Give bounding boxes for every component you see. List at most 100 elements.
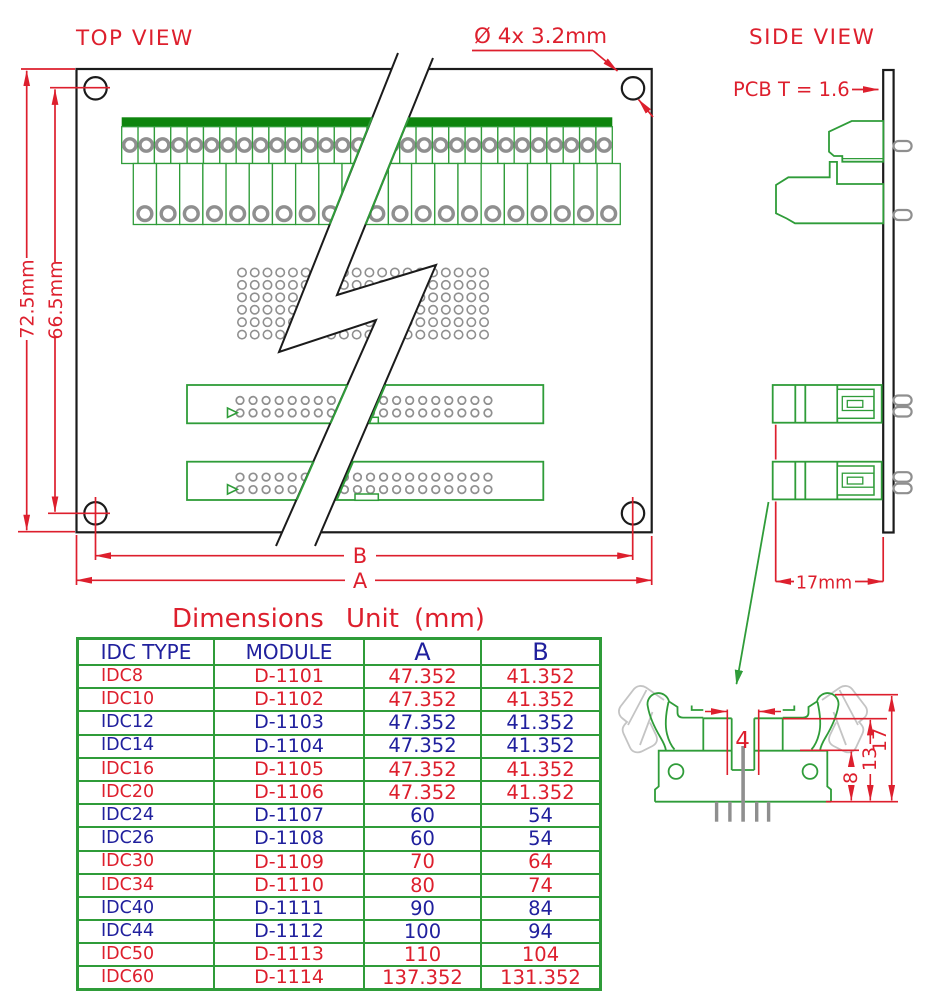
idc-pin — [248, 395, 258, 406]
idc-pin — [378, 472, 389, 482]
idc-pin — [261, 408, 271, 418]
idc-pin — [431, 472, 441, 482]
idc-pin — [418, 395, 428, 406]
proto-hole — [466, 267, 477, 278]
clamp-hole-left — [667, 763, 685, 780]
detail-dim-17-label: 17 — [869, 728, 891, 752]
wire-hole — [229, 205, 247, 223]
proto-hole — [275, 267, 286, 278]
idc-pin — [261, 395, 271, 406]
proto-hole — [364, 267, 375, 278]
wire-hole — [136, 205, 154, 223]
cell-idc-type: IDC20 — [76, 779, 215, 806]
latch-lever-left — [646, 692, 704, 751]
proto-hole — [275, 292, 286, 303]
cell-a: 47.352 — [363, 756, 482, 782]
idc-pin — [235, 395, 245, 406]
proto-hole — [453, 304, 464, 315]
cell-b: 41.352 — [480, 663, 602, 690]
proto-hole — [287, 279, 298, 290]
wire-hole — [416, 137, 433, 153]
cell-idc-type: IDC50 — [76, 942, 215, 968]
depth-dimension — [774, 424, 885, 585]
idc-pin — [483, 484, 493, 495]
proto-hole — [428, 292, 439, 303]
table-title: Dimensions Unit (mm) — [0, 604, 937, 634]
proto-hole — [440, 304, 451, 315]
wire-hole — [437, 205, 455, 223]
cell-module: D-1110 — [213, 872, 365, 898]
cell-module: D-1105 — [213, 756, 365, 782]
cell-idc-type: IDC60 — [76, 965, 215, 991]
wire-hole — [138, 137, 155, 153]
cell-b: 41.352 — [480, 779, 602, 806]
proto-hole — [275, 304, 286, 315]
col-header-a: A — [363, 637, 482, 666]
proto-hole — [440, 329, 451, 340]
break-symbol — [275, 52, 438, 547]
cell-b: 64 — [480, 849, 602, 875]
cell-idc-type: IDC30 — [76, 849, 215, 875]
cell-b: 131.352 — [480, 965, 602, 991]
terminal-strip-bar — [121, 117, 613, 127]
wire-hole — [449, 137, 465, 153]
proto-hole — [428, 279, 439, 290]
cell-b: 94 — [480, 919, 602, 945]
side-connector-profiles — [775, 120, 885, 225]
idc-pin — [274, 395, 284, 406]
cell-a: 60 — [363, 826, 482, 852]
idc-pin — [287, 472, 297, 482]
idc-pin — [352, 484, 363, 495]
cell-module: D-1113 — [213, 942, 365, 968]
idc-pin — [274, 408, 284, 418]
proto-hole — [249, 317, 260, 328]
wire-hole — [507, 205, 525, 223]
cell-b: 74 — [480, 872, 602, 898]
cell-b: 41.352 — [480, 687, 602, 713]
detail-dim-13-label: 13 — [859, 747, 881, 771]
idc-pin — [261, 484, 271, 495]
proto-hole — [389, 267, 400, 278]
proto-hole — [440, 292, 451, 303]
table-header-row: IDC TYPE MODULE A B — [76, 637, 602, 666]
proto-hole — [453, 329, 464, 340]
idc-pin — [444, 395, 454, 406]
proto-hole — [440, 279, 451, 290]
idc-pin — [483, 472, 493, 482]
detail-dim-8-label: 8 — [840, 772, 862, 784]
idc-pin — [261, 472, 271, 482]
cell-module: D-1104 — [213, 733, 365, 759]
wire-hole — [182, 205, 200, 223]
proto-hole — [453, 317, 464, 328]
detail-leader-arrow — [734, 501, 770, 685]
proto-hole — [262, 267, 273, 278]
detail-dim-4-label: 4 — [735, 728, 750, 754]
latch-lever-right — [782, 692, 840, 751]
idc-pin — [365, 484, 376, 495]
proto-hole — [479, 329, 490, 340]
proto-hole — [262, 279, 273, 290]
proto-hole — [466, 292, 477, 303]
terminal-row-upper — [121, 126, 613, 165]
table-title-mm: (mm) — [414, 604, 485, 634]
proto-hole — [262, 292, 273, 303]
idc-pin — [457, 484, 467, 495]
idc-pin — [470, 472, 480, 482]
cell-b: 41.352 — [480, 733, 602, 759]
proto-hole — [440, 317, 451, 328]
cell-b: 84 — [480, 895, 602, 922]
wire-hole — [391, 205, 409, 223]
wire-hole — [252, 205, 270, 223]
wire-hole — [171, 137, 187, 153]
idc-pin — [405, 395, 415, 406]
wire-hole — [220, 137, 236, 153]
cell-module: D-1108 — [213, 826, 365, 852]
idc-pin — [352, 472, 363, 482]
